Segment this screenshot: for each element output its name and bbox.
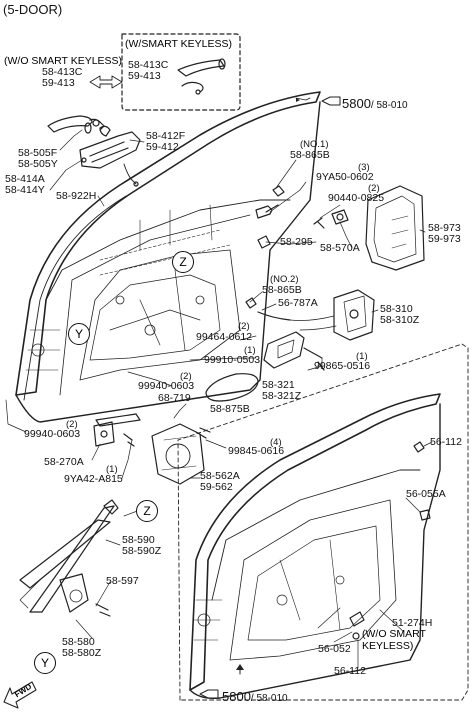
part-label-58-865B-no1: 58-865B [290, 149, 330, 161]
part-label-56-787A: 56-787A [278, 297, 318, 309]
part-label-68-719: 68-719 [158, 392, 191, 404]
part-label-99845-0616: 99845-0616 [228, 445, 285, 457]
without-smart-keyless-caption: (W/O SMART KEYLESS) [4, 55, 123, 67]
inner-handle [263, 331, 325, 371]
without-smart-keyless-caption-lower: (W/O SMART KEYLESS) [362, 628, 426, 652]
part-label-qty-2-a: (2) [368, 183, 380, 194]
section-ref-bottom[interactable]: 5800/ 58-010 [222, 689, 288, 704]
smart-keyless-box [121, 33, 241, 111]
part-label-58-597: 58-597 [106, 575, 139, 587]
ref-arrow-bottom [199, 689, 219, 699]
lower-door-dashed-box [177, 343, 469, 701]
door-lock-assembly [289, 289, 375, 341]
part-label-56-052: 56-052 [318, 643, 351, 655]
part-label-99865-0516: 99865-0516 [314, 360, 371, 372]
part-label-56-112-b: 56-112 [334, 665, 366, 677]
part-label-99910-0503: 99910-0503 [204, 354, 261, 366]
part-label-qty-1-b: (1) [356, 351, 368, 362]
window-regulator [19, 499, 119, 617]
part-label-51-274H: 51-274H [392, 617, 433, 629]
right-small-parts [245, 185, 349, 321]
fwd-arrow [3, 681, 37, 709]
part-label-58-270A: 58-270A [44, 456, 84, 468]
part-label-qty-2-b: (2) [238, 321, 250, 332]
part-label-58-865B-no2: 58-865B [262, 284, 302, 296]
part-label-99940-0603-b: 99940-0603 [24, 428, 81, 440]
marker-y-upper: Y [68, 323, 90, 345]
part-label-99464-0612: 99464-0612 [196, 331, 253, 343]
section-ref-top[interactable]: 5800/ 58-010 [342, 96, 408, 111]
part-label-9YA42-A815: 9YA42-A815 [64, 473, 123, 485]
door-checker [93, 413, 141, 447]
part-label-58-922H: 58-922H [56, 190, 97, 202]
marker-z-lower: Z [136, 500, 158, 522]
part-label-qty-4: (4) [270, 437, 282, 448]
part-label-qty-2-d: (2) [66, 419, 78, 430]
part-label-qty-3: (3) [358, 162, 370, 173]
part-label-56-112-a: 56-112 [430, 436, 462, 448]
marker-y-lower: Y [34, 652, 56, 674]
part-label-qty-1-a: (1) [244, 345, 256, 356]
outer-handle-group [47, 115, 141, 187]
part-label-58-570A: 58-570A [320, 242, 360, 254]
part-label-qty-1-c: (1) [106, 464, 118, 475]
smart-handle [177, 58, 226, 95]
ref-arrow-top [321, 96, 341, 106]
oval-875B [205, 373, 259, 402]
inner-panel-973 [365, 185, 425, 271]
part-label-qty-2-c: (2) [180, 371, 192, 382]
page-title: (5-DOOR) [3, 2, 63, 17]
marker-z-upper: Z [172, 251, 194, 273]
variant-arrow [89, 75, 123, 89]
front-door-lower [189, 393, 441, 700]
part-label-no1: (NO.1) [300, 139, 329, 150]
part-label-no2: (NO.2) [270, 274, 299, 285]
smart-keyless-caption: (W/SMART KEYLESS) [125, 38, 232, 50]
part-label-58-295: 58-295 [280, 236, 313, 248]
part-label-58-875B: 58-875B [210, 403, 250, 415]
part-label-90440-0825: 90440-0825 [328, 192, 385, 204]
part-label-56-055A: 56-055A [406, 488, 446, 500]
part-label-9YA50-0602: 9YA50-0602 [316, 171, 374, 183]
part-label-99940-0603-a: 99940-0603 [138, 380, 195, 392]
window-motor [151, 423, 211, 485]
